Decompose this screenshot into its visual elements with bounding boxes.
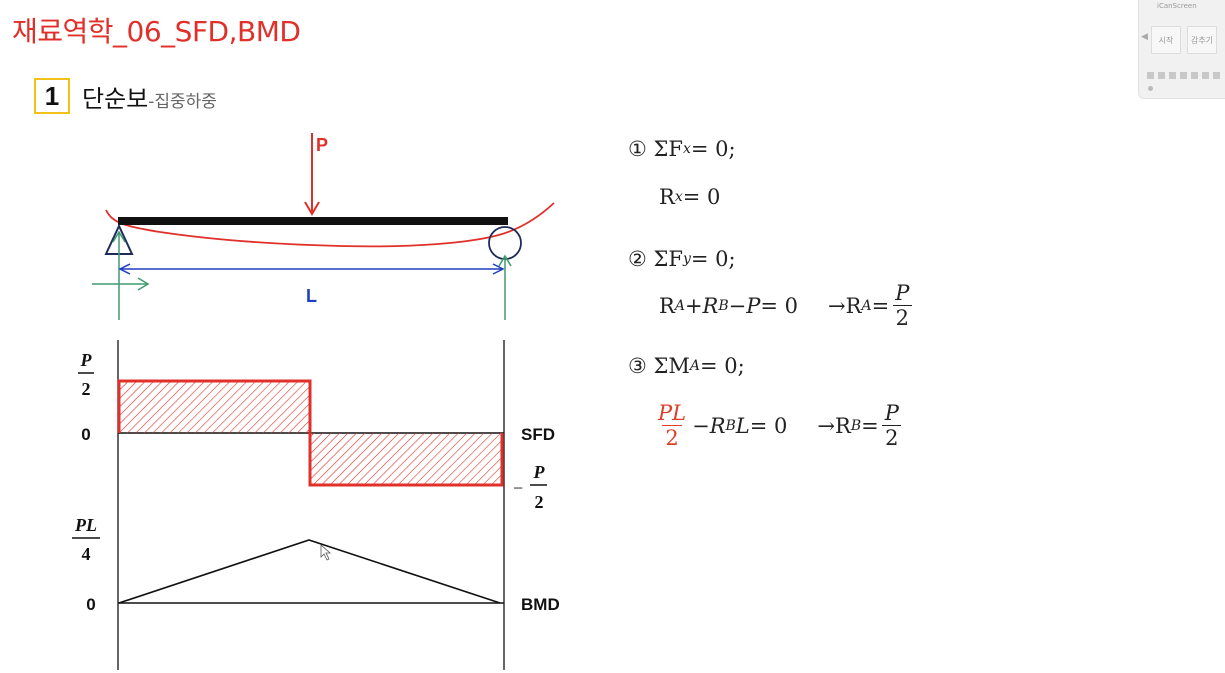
tool-icon[interactable] <box>1169 72 1176 79</box>
reaction-arrow-b <box>498 254 512 320</box>
eq2-fraction-den: 2 <box>892 305 912 330</box>
equation-2-sub: y <box>682 251 691 267</box>
page-title: 재료역학_06_SFD,BMD <box>12 15 301 48</box>
equation-1-rhs: = 0; <box>690 137 736 161</box>
bmd-peak-value: PL 4 <box>72 515 100 564</box>
eq2-res-eq: = <box>871 294 890 319</box>
equation-3-rhs: = 0; <box>700 354 745 378</box>
section-subtitle: -집중하중 <box>148 91 217 112</box>
equation-1-result-sub: x <box>674 189 683 205</box>
tool-icon[interactable] <box>1180 72 1187 79</box>
deflection-curve <box>105 202 555 248</box>
tool-icon[interactable] <box>1202 72 1209 79</box>
load-arrow-head <box>304 201 320 216</box>
screen-recorder-widget: iCanScreen ◀ 시작 감추기 <box>1138 0 1225 99</box>
eq2-res-sub: A <box>861 298 872 315</box>
eq2-rb: R <box>702 294 719 319</box>
beam <box>118 217 508 225</box>
eq2-fraction-num: P <box>895 281 910 305</box>
eq3-res-eq: = <box>861 414 879 439</box>
equation-1-result-lhs: R <box>659 185 675 209</box>
equation-1-sub: x <box>682 141 691 157</box>
equation-3-symbol: ΣM <box>653 354 690 378</box>
eq2-p: P <box>746 294 761 319</box>
section-title-text: 단순보 <box>82 84 149 113</box>
widget-title: iCanScreen <box>1157 2 1197 10</box>
section-heading: 1 단순보-집중하중 <box>34 78 217 114</box>
section-title: 단순보-집중하중 <box>82 79 217 114</box>
section-number: 1 <box>34 78 70 114</box>
eq2-plus: + <box>684 294 703 319</box>
equation-2-marker: ② <box>628 247 647 271</box>
sfd-positive-region <box>119 381 310 433</box>
eq2-arrow: →R <box>828 294 862 319</box>
equation-2-rhs: = 0; <box>690 247 736 271</box>
sfd-label: SFD <box>521 425 555 444</box>
eq3-rb-sub: B <box>725 418 736 435</box>
tool-icon[interactable] <box>1158 72 1165 79</box>
status-dot-icon <box>1148 86 1153 91</box>
load-label: P <box>316 135 328 155</box>
sfd-bottom-num: P <box>533 462 546 482</box>
eq3-minus: − <box>692 414 710 439</box>
bmd-peak-den: 4 <box>82 544 91 564</box>
tool-icon[interactable] <box>1191 72 1198 79</box>
bmd-curve <box>118 539 501 604</box>
equation-3-sub: A <box>689 358 700 374</box>
roller-support <box>488 226 522 260</box>
sfd-bottom-value: − P 2 <box>513 462 547 512</box>
eq3-arrow: →R <box>817 414 851 439</box>
eq2-rb-sub: B <box>718 298 729 315</box>
eq3-left-den: 2 <box>662 425 682 450</box>
span-label: L <box>306 286 317 306</box>
sfd-curve <box>117 379 504 487</box>
span-dimension <box>118 263 505 275</box>
bmd-zero-label: 0 <box>86 595 95 614</box>
eq2-minus: − <box>728 294 747 319</box>
sfd-bottom-sign: − <box>513 478 523 498</box>
eq3-res-sub: B <box>850 418 862 435</box>
equation-2-symbol: ΣF <box>653 247 683 271</box>
eq3-l: L <box>735 414 750 439</box>
widget-toolbar <box>1147 72 1220 79</box>
bmd-peak-num: PL <box>74 515 97 535</box>
reaction-arrow-a <box>112 230 126 320</box>
eq3-rb: R <box>709 414 726 439</box>
eq2-ra-sub: A <box>674 298 685 315</box>
sfd-top-den: 2 <box>82 379 91 399</box>
tool-icon[interactable] <box>1213 72 1220 79</box>
tool-icon[interactable] <box>1147 72 1154 79</box>
eq3-right-num: P <box>884 401 899 425</box>
hide-widget-button[interactable]: 감추기 <box>1187 26 1217 54</box>
reaction-arrow-horizontal <box>92 277 150 291</box>
equation-1-marker: ① <box>628 137 647 161</box>
collapse-arrow-icon[interactable]: ◀ <box>1141 32 1148 42</box>
bmd-label: BMD <box>521 595 560 614</box>
equation-1-symbol: ΣF <box>653 137 683 161</box>
sfd-top-value: P 2 <box>78 350 94 399</box>
eq3-eq: = 0 <box>749 414 788 439</box>
equation-1-result-rhs: = 0 <box>682 185 721 209</box>
start-record-button[interactable]: 시작 <box>1151 26 1181 54</box>
sfd-zero-label: 0 <box>81 425 90 444</box>
sfd-negative-region <box>310 433 502 485</box>
eq2-ra: R <box>659 294 675 319</box>
sfd-bottom-den: 2 <box>535 492 544 512</box>
eq3-left-num: PL <box>658 401 687 425</box>
cursor-icon <box>320 544 332 561</box>
sfd-top-num: P <box>80 350 93 370</box>
equation-3-marker: ③ <box>628 354 647 378</box>
eq2-eq: = 0 <box>760 294 799 319</box>
eq3-right-den: 2 <box>882 425 902 450</box>
